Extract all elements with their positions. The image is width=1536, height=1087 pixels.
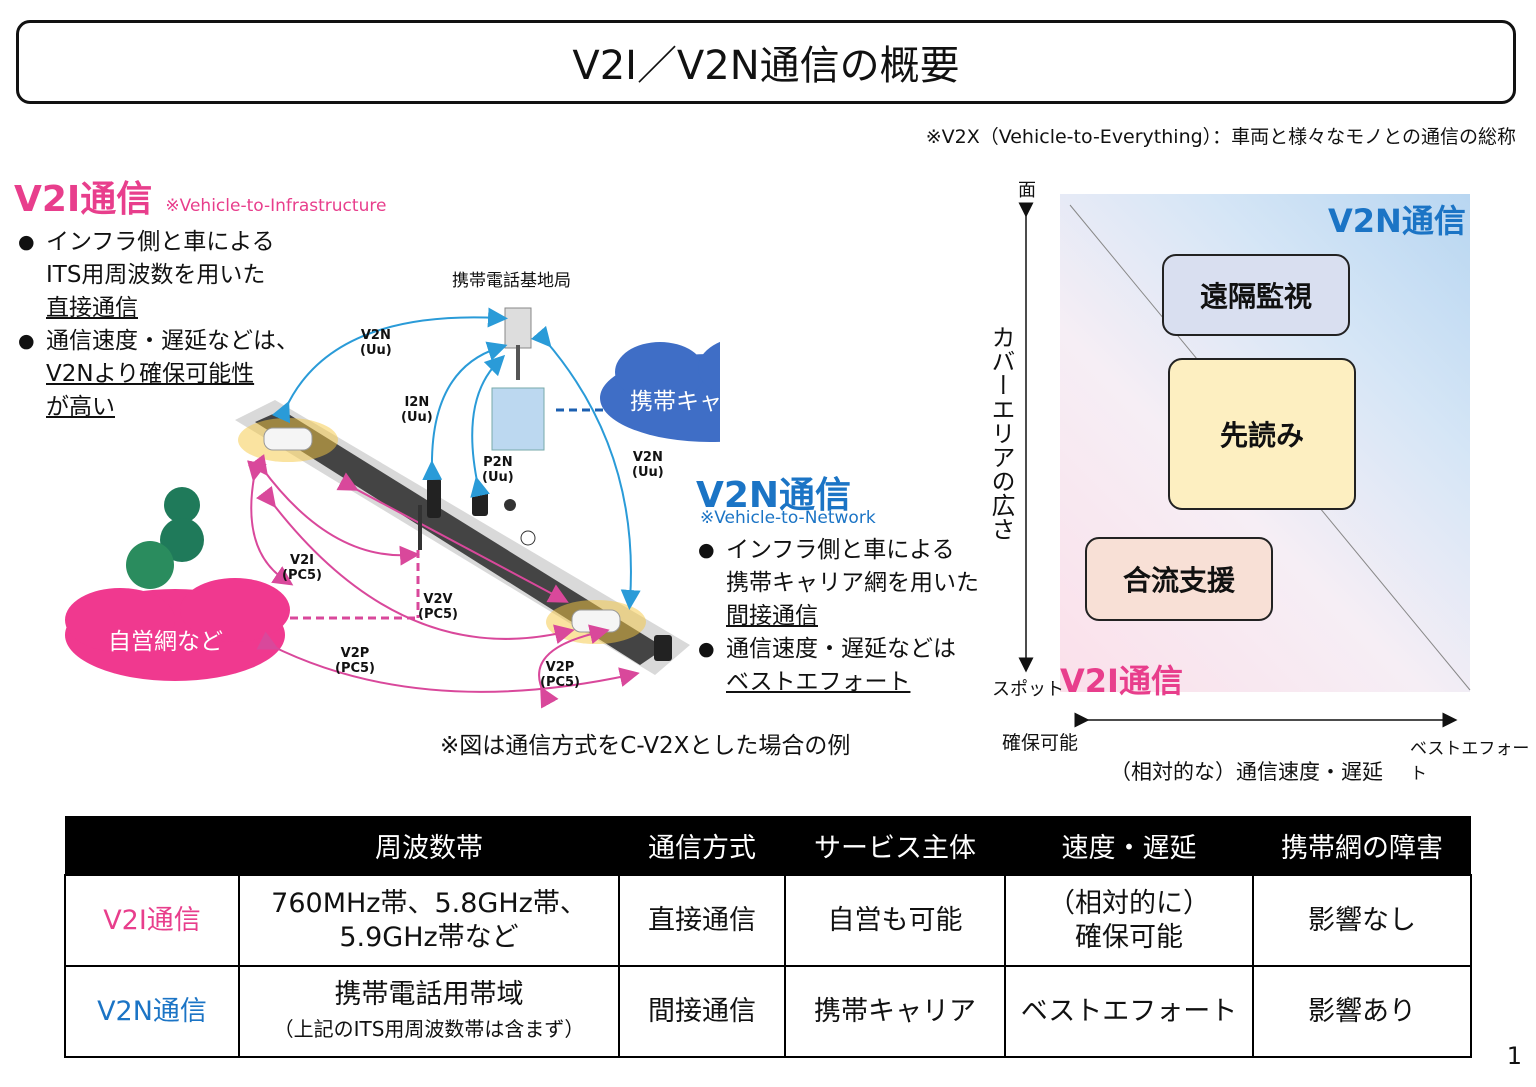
remote-monitoring-box: 遠隔監視: [1162, 254, 1350, 336]
merge-assist-box: 合流支援: [1085, 537, 1273, 621]
v2n-bullet-2-line1: 通信速度・遅延などは: [726, 636, 956, 662]
v2n-bullet-2: 通信速度・遅延などは ベストエフォート: [698, 633, 979, 699]
v2i-section: V2I通信 ※Vehicle-to-Infrastructure: [14, 170, 386, 222]
x-left-label: 確保可能: [1002, 732, 1079, 754]
diagram-footnote: ※図は通信方式をC-V2Xとした場合の例: [440, 733, 851, 759]
v2p-arrow-2: [538, 624, 610, 709]
tree-icon-2: [160, 518, 204, 562]
header-method: 通信方式: [619, 816, 785, 875]
carrier-cloud-label: 携帯キャリア網: [630, 389, 791, 415]
page-number: 1: [1506, 1042, 1522, 1070]
row-provider: 携帯キャリア: [784, 965, 1006, 1058]
pedestrian-icon: [504, 499, 516, 511]
row-outage: 影響なし: [1252, 874, 1472, 967]
y-bottom-label: スポット: [992, 679, 1064, 700]
band-line2: （上記のITS用周波数帯は含まず）: [273, 1016, 585, 1041]
tree-icon-1: [164, 487, 200, 523]
car-icon-1: [263, 427, 313, 451]
label-p2n-uu: P2N (Uu): [482, 455, 514, 485]
phone-icon-1: [472, 490, 488, 516]
band-line2: 5.9GHz帯など: [339, 921, 519, 953]
v2n-bullet-1: インフラ側と車による 携帯キャリア網を用いた 間接通信: [698, 534, 979, 633]
v2i-arrow: [247, 460, 294, 586]
table-header-row: 周波数帯 通信方式 サービス主体 速度・遅延 携帯網の障害: [65, 816, 1471, 875]
v2x-note: ※V2X（Vehicle-to-Everything）：車両と様々なモノとの通信…: [925, 126, 1516, 148]
car-icon-2: [571, 609, 621, 633]
header-blank: [65, 816, 239, 875]
header-speed: 速度・遅延: [1005, 816, 1253, 875]
speed-line2: 確保可能: [1075, 921, 1183, 953]
header-outage: 携帯網の障害: [1253, 816, 1471, 875]
v2n-arrow-2: [530, 325, 641, 610]
v2i-bullets: インフラ側と車による ITS用周波数を用いた 直接通信 通信速度・遅延などは、 …: [18, 226, 299, 424]
header-provider: サービス主体: [785, 816, 1005, 875]
row-band: 携帯電話用帯域 （上記のITS用周波数帯は含まず）: [238, 965, 620, 1058]
v2n-bullets: インフラ側と車による 携帯キャリア網を用いた 間接通信 通信速度・遅延などは ベ…: [698, 534, 979, 699]
quadrant-v2i-label: V2I通信: [1060, 662, 1183, 700]
bicycle-icon: [520, 530, 536, 546]
row-outage: 影響あり: [1252, 965, 1472, 1058]
v2i-bullet-1-line1: インフラ側と車による: [46, 229, 275, 255]
speed-line1: （相対的に）: [1048, 887, 1210, 919]
x-right-label: ベストエフォート: [1410, 739, 1530, 784]
row-speed: （相対的に）確保可能: [1004, 874, 1254, 967]
v2n-bullet-1-line3: 間接通信: [726, 603, 818, 629]
v2n-bullet-1-line1: インフラ側と車による: [726, 537, 955, 563]
row-speed: ベストエフォート: [1004, 965, 1254, 1058]
y-top-label: 面: [1018, 180, 1036, 201]
antenna-icon: [504, 307, 532, 349]
x-axis-label: （相対的な）通信速度・遅延: [1110, 760, 1383, 784]
v2v-road-arrow: [336, 472, 569, 603]
label-v2p-pc5-2: V2P (PC5): [540, 660, 580, 690]
label-v2v-pc5: V2V (PC5): [418, 592, 458, 622]
table-row: V2N通信 携帯電話用帯域 （上記のITS用周波数帯は含まず） 間接通信 携帯キャ…: [64, 965, 1472, 1058]
base-station-label: 携帯電話基地局: [452, 271, 571, 291]
p2n-arrow: [470, 354, 506, 498]
row-name: V2I通信: [64, 874, 240, 967]
v2i-bullet-2-line1: 通信速度・遅延などは、: [46, 328, 299, 354]
label-v2i-pc5: V2I (PC5): [282, 553, 322, 583]
quadrant-v2n-label: V2N通信: [1328, 202, 1466, 240]
row-method: 直接通信: [618, 874, 786, 967]
v2n-subtitle: ※Vehicle-to-Network: [700, 508, 876, 528]
base-station-building: [491, 387, 545, 451]
comparison-table: 周波数帯 通信方式 サービス主体 速度・遅延 携帯網の障害 V2I通信 760M…: [64, 816, 1472, 1058]
table-row: V2I通信 760MHz帯、5.8GHz帯、5.9GHz帯など 直接通信 自営も…: [64, 874, 1472, 967]
v2n-heading: V2N通信: [696, 475, 852, 516]
v2i-bullet-1-line2: ITS用周波数を用いた: [46, 262, 266, 288]
label-v2n-uu-1: V2N (Uu): [360, 328, 392, 358]
v2n-bullet-2-line2: ベストエフォート: [726, 669, 911, 695]
label-v2n-uu-2: V2N (Uu): [632, 450, 664, 480]
y-axis-label: カバーエリアの広さ: [987, 325, 1015, 541]
v2i-heading: V2I通信: [14, 179, 153, 220]
header-band: 周波数帯: [239, 816, 619, 875]
v2i-bullet-2-line2: V2Nより確保可能性: [46, 361, 255, 387]
page-title: V2I／V2N通信の概要: [16, 20, 1516, 104]
traffic-light-icon: [427, 478, 441, 518]
v2i-bullet-2-line3: が高い: [46, 394, 115, 420]
row-name: V2N通信: [64, 965, 240, 1058]
c-v2x-diagram: [65, 307, 720, 709]
row-method: 間接通信: [618, 965, 786, 1058]
label-i2n-uu: I2N (Uu): [401, 395, 433, 425]
row-provider: 自営も可能: [784, 874, 1006, 967]
tree-icon-3: [126, 541, 174, 589]
v2i-bullet-2: 通信速度・遅延などは、 V2Nより確保可能性 が高い: [18, 325, 299, 424]
i2n-arrow: [422, 341, 508, 481]
v2i-bullet-1: インフラ側と車による ITS用周波数を用いた 直接通信: [18, 226, 299, 325]
label-v2p-pc5-1: V2P (PC5): [335, 646, 375, 676]
v2i-subtitle: ※Vehicle-to-Infrastructure: [165, 196, 387, 216]
private-cloud-label: 自営網など: [108, 629, 223, 655]
row-band: 760MHz帯、5.8GHz帯、5.9GHz帯など: [238, 874, 620, 967]
v2n-arrow-1: [271, 307, 508, 424]
band-line1: 携帯電話用帯域: [334, 978, 524, 1010]
phone-icon-2: [654, 635, 672, 661]
band-line1: 760MHz帯、5.8GHz帯、: [271, 887, 587, 919]
v2n-bullet-1-line2: 携帯キャリア網を用いた: [726, 570, 979, 596]
private-cloud: [65, 578, 290, 681]
lookahead-box: 先読み: [1168, 358, 1356, 510]
v2i-bullet-1-line3: 直接通信: [46, 295, 138, 321]
